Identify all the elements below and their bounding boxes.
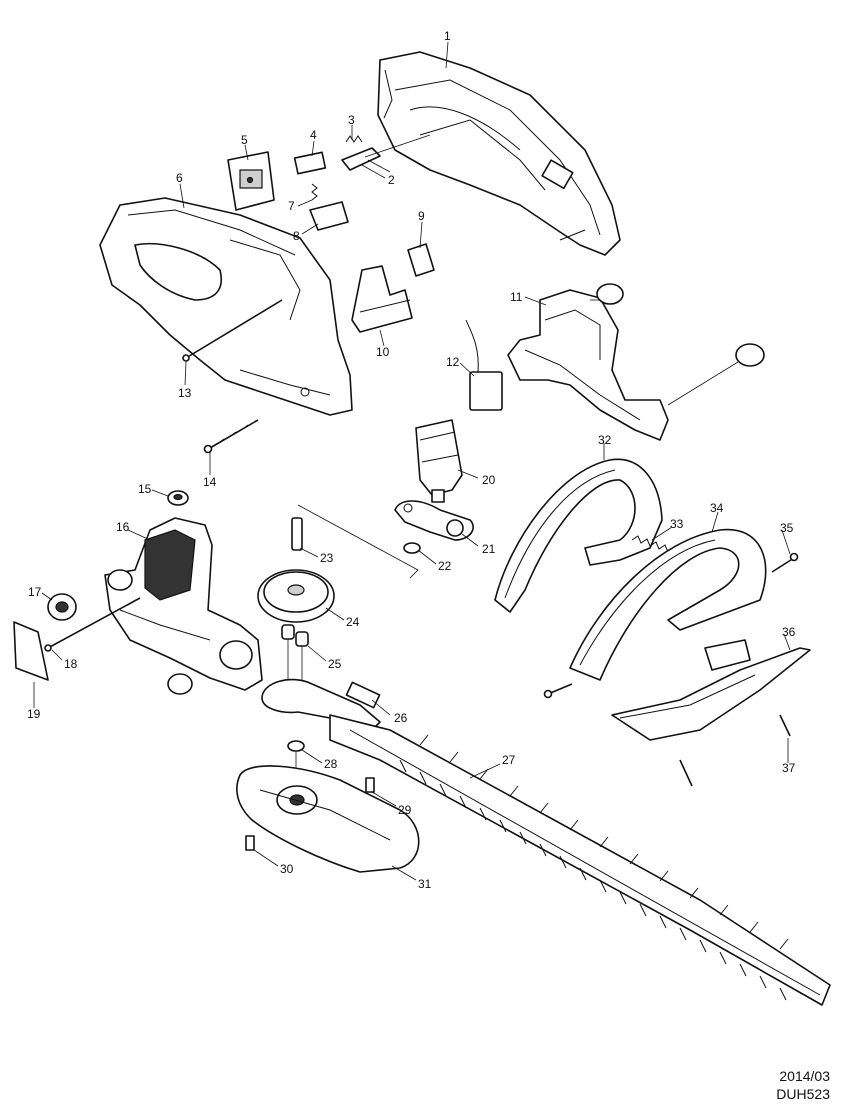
part-label-24: 24 — [346, 615, 360, 629]
part-13-screw — [182, 299, 283, 362]
part-label-11: 11 — [510, 290, 523, 304]
part-label-29: 29 — [398, 803, 412, 817]
part-label-32: 32 — [598, 433, 612, 447]
revision-date: 2014/03 — [779, 1068, 830, 1084]
part-6-handle-housing — [99, 197, 353, 416]
part-label-25: 25 — [328, 657, 342, 671]
part-1-housing — [377, 51, 621, 256]
part-4-switch — [293, 151, 327, 175]
part-15-bushing — [167, 490, 189, 506]
part-label-19: 19 — [27, 707, 41, 721]
part-14-screw — [203, 419, 259, 454]
part-label-15: 15 — [138, 482, 152, 496]
part-34-handle-half — [569, 528, 767, 681]
part-11-housing — [507, 283, 765, 441]
part-7-spring — [311, 183, 318, 201]
part-5-switch-plate — [227, 151, 275, 211]
part-label-12: 12 — [446, 355, 460, 369]
model-number: DUH523 — [776, 1086, 830, 1102]
part-label-2: 2 — [388, 173, 395, 187]
part-label-34: 34 — [710, 501, 724, 515]
part-label-1: 1 — [444, 29, 451, 43]
part-label-16: 16 — [116, 520, 130, 534]
part-8-trigger — [309, 201, 349, 231]
leader-lines — [33, 41, 791, 881]
part-26-crank-plate — [261, 678, 381, 731]
part-21-motor-bracket — [394, 500, 474, 541]
part-16-gear-housing — [104, 517, 263, 691]
part-label-6: 6 — [176, 171, 183, 185]
part-label-22: 22 — [438, 559, 452, 573]
part-label-7: 7 — [288, 199, 295, 213]
part-35-screw — [771, 552, 799, 573]
part-label-13: 13 — [178, 386, 192, 400]
part-2-switch-lever — [341, 134, 431, 179]
part-label-5: 5 — [241, 133, 248, 147]
part-3-spring — [345, 135, 363, 143]
part-9-terminal — [407, 243, 435, 277]
part-37-screws — [543, 683, 791, 787]
part-27-blade — [329, 714, 831, 1006]
part-label-37: 37 — [782, 761, 796, 775]
part-18-screw — [44, 597, 141, 652]
part-label-33: 33 — [670, 517, 684, 531]
part-label-31: 31 — [418, 877, 432, 891]
part-label-18: 18 — [64, 657, 78, 671]
part-label-35: 35 — [780, 521, 794, 535]
part-label-9: 9 — [418, 209, 425, 223]
part-12-capacitor — [465, 319, 503, 411]
part-25-bushings — [281, 624, 309, 680]
part-23-pin — [291, 504, 419, 579]
part-label-26: 26 — [394, 711, 408, 725]
part-label-23: 23 — [320, 551, 334, 565]
part-label-10: 10 — [376, 345, 390, 359]
part-number-labels: 1 2 3 4 5 6 7 8 9 10 11 12 13 14 15 16 1… — [27, 29, 796, 891]
part-label-27: 27 — [502, 753, 516, 767]
part-label-36: 36 — [782, 625, 796, 639]
part-17-bushing — [47, 593, 77, 621]
part-10-switch-assembly — [351, 265, 413, 333]
part-label-30: 30 — [280, 862, 294, 876]
part-19-cover — [13, 621, 49, 681]
part-label-17: 17 — [28, 585, 42, 599]
part-label-8: 8 — [293, 229, 300, 243]
part-22-washer — [403, 542, 421, 554]
part-36-guard — [611, 639, 811, 741]
part-label-20: 20 — [482, 473, 496, 487]
part-30-screw — [245, 835, 255, 851]
part-29-screw — [365, 777, 375, 793]
part-32-handle-half — [494, 458, 663, 613]
part-31-gear-cover — [236, 765, 420, 873]
part-label-28: 28 — [324, 757, 338, 771]
bushing-lower — [167, 673, 193, 695]
part-label-3: 3 — [348, 113, 355, 127]
document-footer: 2014/03 DUH523 — [776, 1067, 830, 1103]
part-label-4: 4 — [310, 128, 317, 142]
part-label-21: 21 — [482, 542, 496, 556]
part-20-motor — [415, 419, 463, 503]
part-label-14: 14 — [203, 475, 217, 489]
part-24-gear — [257, 569, 335, 623]
